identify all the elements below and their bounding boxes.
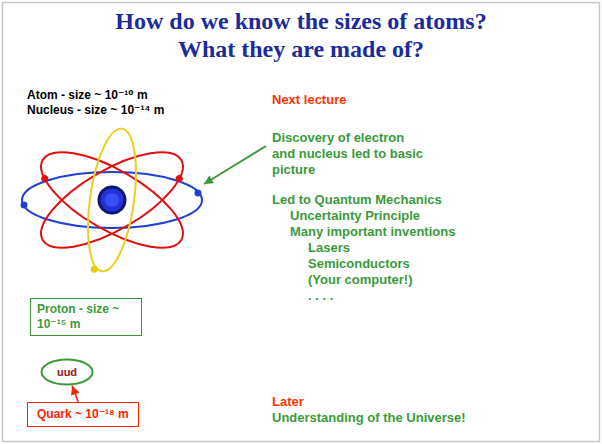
list-item: Lasers (308, 240, 350, 256)
label-wrap: Lasers (308, 240, 350, 256)
list-item: Led to Quantum Mechanics (272, 192, 442, 208)
slide-frame (3, 3, 600, 442)
note-text: Discovery of electron and nucleus led to… (272, 130, 428, 178)
title-wrap: How do we know the sizes of atoms? What … (91, 7, 511, 63)
label-wrap: Later (272, 394, 304, 410)
label-wrap: Many important inventions (290, 224, 455, 240)
red-orbit (28, 134, 197, 266)
nucleus (99, 187, 125, 213)
proton-box: Proton - size ~ 10⁻¹⁵ m (30, 298, 142, 336)
ellipse-shape (42, 360, 93, 385)
label-wrap: (Your computer!) (308, 272, 412, 288)
note-text: Understanding of the Universe! (272, 410, 466, 426)
label-wrap: Discovery of electron and nucleus led to… (272, 130, 428, 178)
connector-arrow (72, 386, 78, 402)
electron-dot (40, 174, 50, 184)
electron-dot (21, 202, 28, 209)
section-heading: Later (272, 394, 304, 410)
leader-arrow (204, 146, 266, 184)
box-text: Proton - size ~ 10⁻¹⁵ m (37, 302, 133, 332)
quark-ellipse: uud (40, 358, 94, 386)
electron-dot (174, 174, 184, 184)
size-label: Nucleus - size ~ 10⁻¹⁴ m (27, 103, 164, 118)
nucleus-core (105, 193, 119, 207)
list-item: Semiconductors (308, 256, 410, 272)
size-label: Atom - size ~ 10⁻¹⁰ m (27, 88, 148, 103)
label-wrap: Nucleus - size ~ 10⁻¹⁴ m (27, 103, 164, 118)
electron-orbits (21, 126, 203, 277)
label-wrap: . . . . (308, 288, 333, 304)
electron-dot (195, 190, 202, 197)
label-wrap: Atom - size ~ 10⁻¹⁰ m (27, 88, 148, 103)
label-wrap: Uncertainty Principle (290, 208, 420, 224)
box-text: Quark ~ 10⁻¹⁸ m (37, 407, 129, 422)
label-wrap: Semiconductors (308, 256, 410, 272)
quark-box: Quark ~ 10⁻¹⁸ m (27, 402, 139, 427)
label-wrap: Led to Quantum Mechanics (272, 192, 442, 208)
yellow-orbit (80, 126, 144, 275)
list-item: (Your computer!) (308, 272, 412, 288)
red-orbit (28, 134, 197, 266)
label-wrap: Next lecture (272, 92, 346, 108)
list-item: Uncertainty Principle (290, 208, 420, 224)
blue-orbit (22, 172, 202, 228)
particle-label: uud (57, 365, 77, 379)
section-heading: Next lecture (272, 92, 346, 108)
electron-dot (90, 265, 98, 273)
list-item: . . . . (308, 288, 333, 304)
slide-title: How do we know the sizes of atoms? What … (91, 7, 511, 63)
label-wrap: Understanding of the Universe! (272, 410, 466, 426)
list-item: Many important inventions (290, 224, 455, 240)
